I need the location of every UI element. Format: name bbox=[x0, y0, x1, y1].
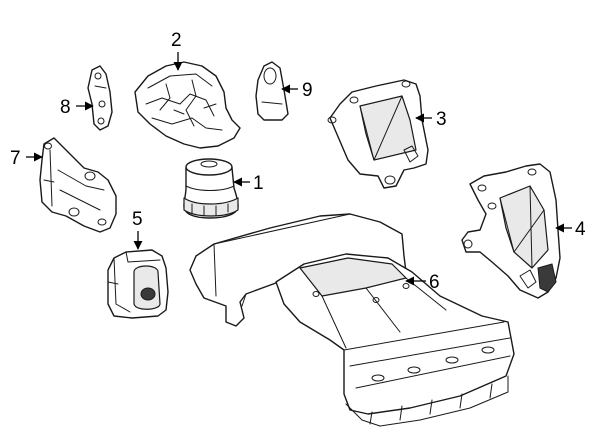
callout-1: 1 bbox=[233, 173, 264, 194]
callout-8: 8 bbox=[60, 97, 94, 118]
part-1-engine-mount bbox=[183, 158, 239, 219]
callout-label-9: 9 bbox=[302, 80, 313, 101]
callout-label-8: 8 bbox=[60, 97, 71, 118]
part-5-transmission-mount bbox=[107, 249, 169, 319]
callout-3: 3 bbox=[415, 109, 447, 130]
part-9-pad bbox=[255, 61, 289, 121]
part-3-bracket bbox=[327, 79, 429, 189]
part-4-bracket bbox=[461, 163, 561, 299]
callout-4: 4 bbox=[555, 219, 586, 240]
callout-5: 5 bbox=[132, 209, 143, 250]
callout-label-4: 4 bbox=[575, 219, 586, 240]
callout-label-7: 7 bbox=[10, 148, 21, 169]
callout-6: 6 bbox=[405, 272, 440, 293]
part-2-heat-shield bbox=[134, 61, 241, 149]
callout-label-2: 2 bbox=[171, 30, 182, 51]
part-7-bracket bbox=[39, 137, 117, 233]
callout-label-5: 5 bbox=[132, 209, 143, 230]
callout-label-3: 3 bbox=[436, 109, 447, 130]
part-6-crossmember bbox=[189, 213, 515, 427]
callout-9: 9 bbox=[281, 80, 313, 101]
callout-label-1: 1 bbox=[253, 173, 264, 194]
part-8-bracket bbox=[87, 65, 113, 131]
callout-2: 2 bbox=[171, 30, 183, 71]
callout-label-6: 6 bbox=[429, 272, 440, 293]
callout-7: 7 bbox=[10, 148, 43, 169]
